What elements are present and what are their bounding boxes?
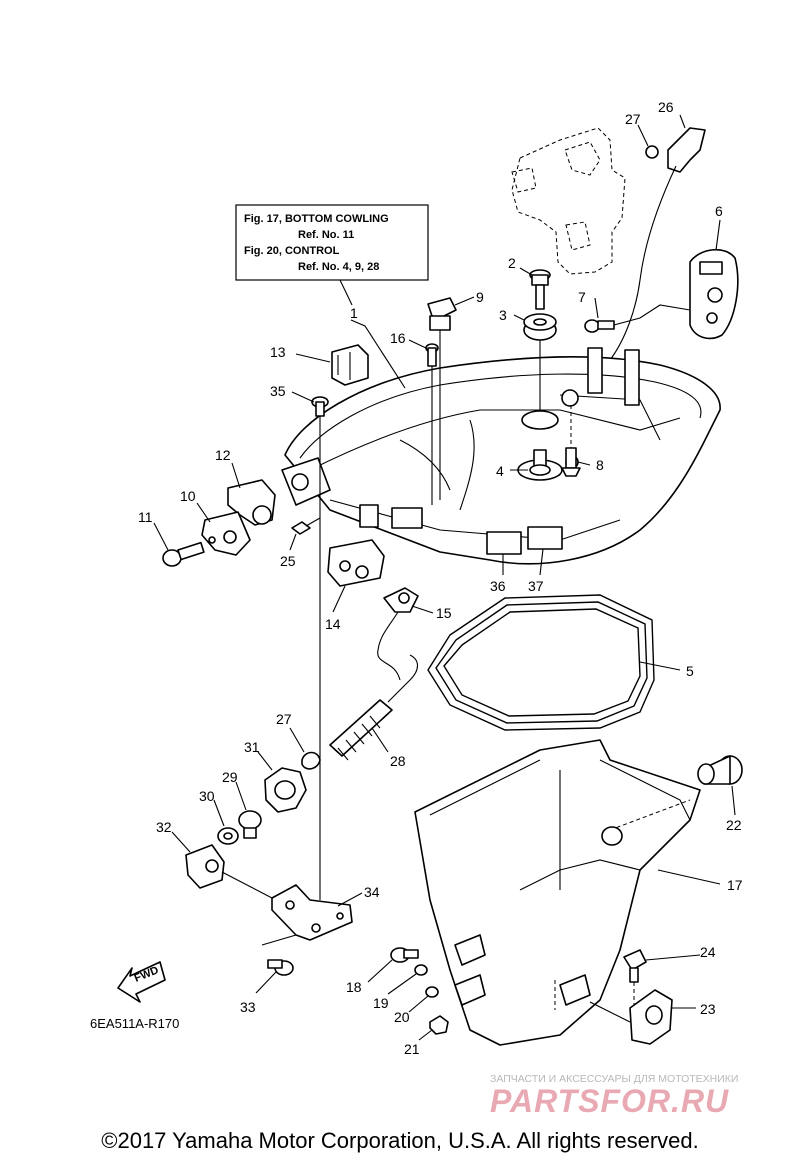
washer-19 bbox=[414, 964, 428, 976]
screw-7 bbox=[584, 304, 691, 333]
ref-line-3: Fig. 20, CONTROL bbox=[244, 245, 340, 257]
bolt-16 bbox=[425, 343, 439, 505]
label-36 bbox=[486, 531, 522, 555]
part-13-clip bbox=[331, 344, 369, 386]
callout-25: 25 bbox=[280, 553, 296, 569]
bracket-34 bbox=[261, 884, 353, 946]
part-10-plate bbox=[201, 511, 251, 556]
watermark: ЗАПЧАСТИ И АКСЕССУАРЫ ДЛЯ МОТОТЕХНИКИ PA… bbox=[490, 1073, 738, 1119]
callout-27-top: 27 bbox=[625, 111, 641, 127]
callout-27-lower: 27 bbox=[276, 711, 292, 727]
callout-35: 35 bbox=[270, 383, 286, 399]
lower-cowling-17 bbox=[414, 739, 701, 1046]
clip-27-lower bbox=[301, 751, 321, 770]
bolt-11 bbox=[162, 541, 205, 567]
washer-20 bbox=[425, 986, 439, 998]
clamp-23 bbox=[589, 989, 673, 1045]
washer-30 bbox=[217, 827, 239, 845]
leader-lines bbox=[153, 114, 736, 1041]
screw-33 bbox=[267, 959, 294, 976]
diagram-part-code: 6EA511A-R170 bbox=[90, 1016, 179, 1031]
damper-32 bbox=[185, 844, 273, 899]
ref-line-2: Ref. No. 11 bbox=[298, 229, 354, 241]
callout-14: 14 bbox=[325, 616, 341, 632]
plug-25 bbox=[291, 517, 321, 535]
part-6-bracket bbox=[689, 249, 739, 340]
screw-35 bbox=[311, 396, 329, 900]
ref-line-4: Ref. No. 4, 9, 28 bbox=[298, 261, 379, 273]
callout-31: 31 bbox=[244, 739, 260, 755]
callout-17: 17 bbox=[727, 877, 743, 893]
grommet-3 bbox=[523, 313, 557, 341]
callout-11: 11 bbox=[138, 509, 153, 525]
callout-9: 9 bbox=[476, 289, 484, 305]
callout-19: 19 bbox=[373, 995, 389, 1011]
ref-line-1: Fig. 17, BOTTOM COWLING bbox=[244, 213, 389, 225]
callout-8: 8 bbox=[596, 457, 604, 473]
clip-27-top bbox=[645, 145, 659, 159]
callout-18: 18 bbox=[346, 979, 362, 995]
callout-4: 4 bbox=[496, 463, 504, 479]
callout-3: 3 bbox=[499, 307, 507, 323]
callout-20: 20 bbox=[394, 1009, 410, 1025]
part-12 bbox=[227, 479, 276, 526]
callout-30: 30 bbox=[199, 788, 215, 804]
bottom-cowling bbox=[281, 347, 721, 565]
engine-outline bbox=[511, 127, 626, 275]
callout-24: 24 bbox=[700, 944, 716, 960]
reference-box: Fig. 17, BOTTOM COWLING Ref. No. 11 Fig.… bbox=[235, 204, 429, 306]
callout-29: 29 bbox=[222, 769, 238, 785]
callout-numbers: 1 2 3 4 5 6 7 8 9 10 11 12 13 14 15 16 1… bbox=[138, 99, 743, 1057]
bolt-18 bbox=[390, 947, 419, 963]
callout-26: 26 bbox=[658, 99, 674, 115]
copyright-notice: ©2017 Yamaha Motor Corporation, U.S.A. A… bbox=[101, 1128, 699, 1153]
grommet-14 bbox=[327, 539, 385, 587]
callout-21: 21 bbox=[404, 1041, 420, 1057]
nut-21 bbox=[429, 1015, 449, 1035]
callout-5: 5 bbox=[686, 663, 694, 679]
grommet-29 bbox=[238, 810, 262, 839]
callout-15: 15 bbox=[436, 605, 452, 621]
nut-31 bbox=[264, 767, 307, 813]
callout-16: 16 bbox=[390, 330, 406, 346]
fwd-arrow: FWD bbox=[117, 961, 166, 1003]
callout-6: 6 bbox=[715, 203, 723, 219]
grommet-22 bbox=[697, 755, 743, 785]
callout-34: 34 bbox=[364, 884, 380, 900]
callout-28: 28 bbox=[390, 753, 406, 769]
grommet-9 bbox=[427, 297, 457, 500]
callout-36: 36 bbox=[490, 578, 506, 594]
collar-4 bbox=[529, 464, 551, 476]
callout-13: 13 bbox=[270, 344, 286, 360]
callout-32: 32 bbox=[156, 819, 172, 835]
callout-23: 23 bbox=[700, 1001, 716, 1017]
gasket-5 bbox=[427, 594, 655, 731]
callout-1: 1 bbox=[350, 305, 358, 321]
hose-26 bbox=[609, 127, 706, 361]
cable-28 bbox=[329, 654, 419, 761]
callout-2: 2 bbox=[508, 255, 516, 271]
label-37 bbox=[527, 526, 563, 550]
callout-22: 22 bbox=[726, 817, 742, 833]
callout-10: 10 bbox=[180, 488, 196, 504]
callout-7: 7 bbox=[578, 289, 586, 305]
callout-33: 33 bbox=[240, 999, 256, 1015]
watermark-caption: ЗАПЧАСТИ И АКСЕССУАРЫ ДЛЯ МОТОТЕХНИКИ bbox=[490, 1073, 738, 1085]
grommet-15 bbox=[377, 587, 419, 681]
watermark-brand: PARTSFOR.RU bbox=[490, 1083, 729, 1119]
bolt-8 bbox=[561, 405, 581, 477]
bolt-2 bbox=[529, 269, 551, 310]
callout-12: 12 bbox=[215, 447, 231, 463]
callout-37: 37 bbox=[528, 578, 544, 594]
